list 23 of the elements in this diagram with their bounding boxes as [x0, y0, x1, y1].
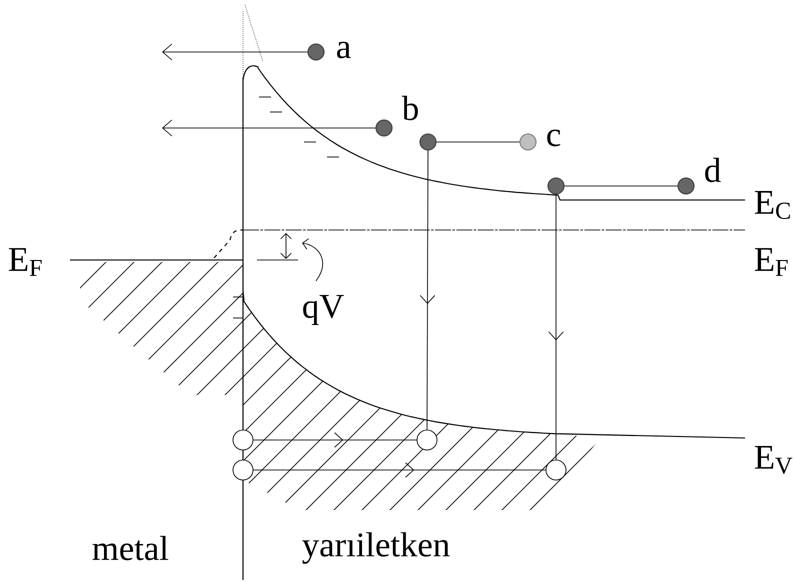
electron-label: a — [337, 42, 351, 58]
band-label: E$_{F}$ — [752, 246, 791, 278]
hole — [232, 430, 254, 450]
electron-label: d — [705, 158, 721, 182]
band-label: E$_{F}$ — [6, 246, 45, 278]
region-label: metal — [90, 534, 170, 562]
electron — [307, 43, 325, 61]
arrow — [162, 120, 376, 136]
barrier-label: qV — [300, 294, 346, 326]
electron — [677, 177, 695, 195]
electron — [419, 133, 437, 151]
hole — [416, 430, 438, 450]
electron-label: b — [402, 96, 418, 120]
electron-label: c — [547, 130, 560, 146]
arrow — [162, 44, 308, 60]
band-label: E$_{C}$ — [752, 190, 794, 220]
hole — [232, 460, 254, 480]
electron — [375, 119, 393, 137]
band-label: E$_{V}$ — [752, 444, 795, 476]
electron — [547, 177, 565, 195]
region-label: yarıiletken — [300, 530, 452, 566]
hole — [546, 460, 566, 480]
electron — [519, 133, 537, 151]
